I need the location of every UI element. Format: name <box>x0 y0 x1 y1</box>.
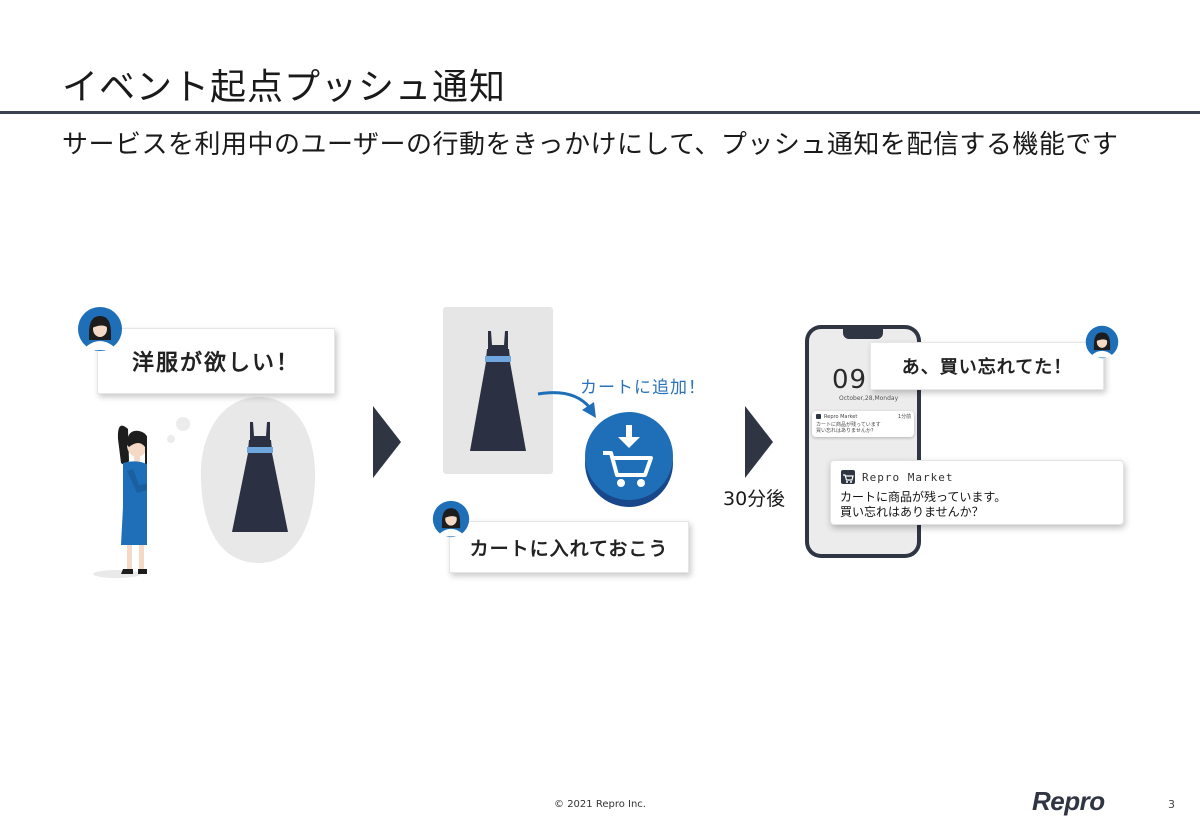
dress-icon <box>230 420 290 535</box>
notification-line2: 買い忘れはありませんか？ <box>840 505 984 519</box>
lock-screen-notification: Repro Market 1分前 カートに商品が残っています 買い忘れはありませ… <box>812 411 914 437</box>
notification-line1: カートに商品が残っています。 <box>840 490 1007 504</box>
avatar-icon <box>1085 325 1119 359</box>
small-notif-line2: 買い忘れはありませんか？ <box>816 428 876 434</box>
add-to-cart-label: カートに追加！ <box>580 378 706 398</box>
cart-icon <box>841 470 855 484</box>
phone-notch <box>843 329 883 339</box>
title-divider <box>0 111 1200 114</box>
lock-screen-date: October,28,Monday <box>839 395 899 402</box>
delay-label: 30分後 <box>723 488 786 510</box>
page-number: 3 <box>1168 798 1175 811</box>
woman-figure-illustration <box>87 375 155 580</box>
speech-bubble-forgot: あ、買い忘れてた！ <box>870 342 1104 390</box>
push-notification-card[interactable]: Repro Market カートに商品が残っています。 買い忘れはありませんか？ <box>830 460 1124 525</box>
speech-bubble-want-clothes: 洋服が欲しい！ <box>97 328 335 394</box>
slide-subtitle: サービスを利用中のユーザーの行動をきっかけにして、プッシュ通知を配信する機能です <box>62 130 1119 160</box>
lock-screen-time: 09: <box>832 365 877 395</box>
repro-logo: Repro <box>1032 786 1105 816</box>
avatar-icon <box>77 306 123 352</box>
flow-arrow-right-icon <box>745 406 773 478</box>
speech-bubble-add-to-cart: カートに入れておこう <box>449 521 689 573</box>
curved-arrow-icon <box>536 388 602 420</box>
notification-app-name: Repro Market <box>862 471 954 484</box>
dress-icon <box>468 329 528 454</box>
footer-copyright: © 2021 Repro Inc. <box>554 799 646 810</box>
avatar-icon <box>432 500 470 538</box>
small-notif-time: 1分前 <box>898 414 912 420</box>
slide-title: イベント起点プッシュ通知 <box>62 67 507 108</box>
thought-dots <box>163 412 193 446</box>
app-icon <box>816 414 821 419</box>
flow-arrow-right-icon <box>373 406 401 478</box>
small-notif-app: Repro Market <box>824 414 858 420</box>
add-to-cart-icon <box>583 411 675 507</box>
small-notif-line1: カートに商品が残っています <box>816 422 881 428</box>
